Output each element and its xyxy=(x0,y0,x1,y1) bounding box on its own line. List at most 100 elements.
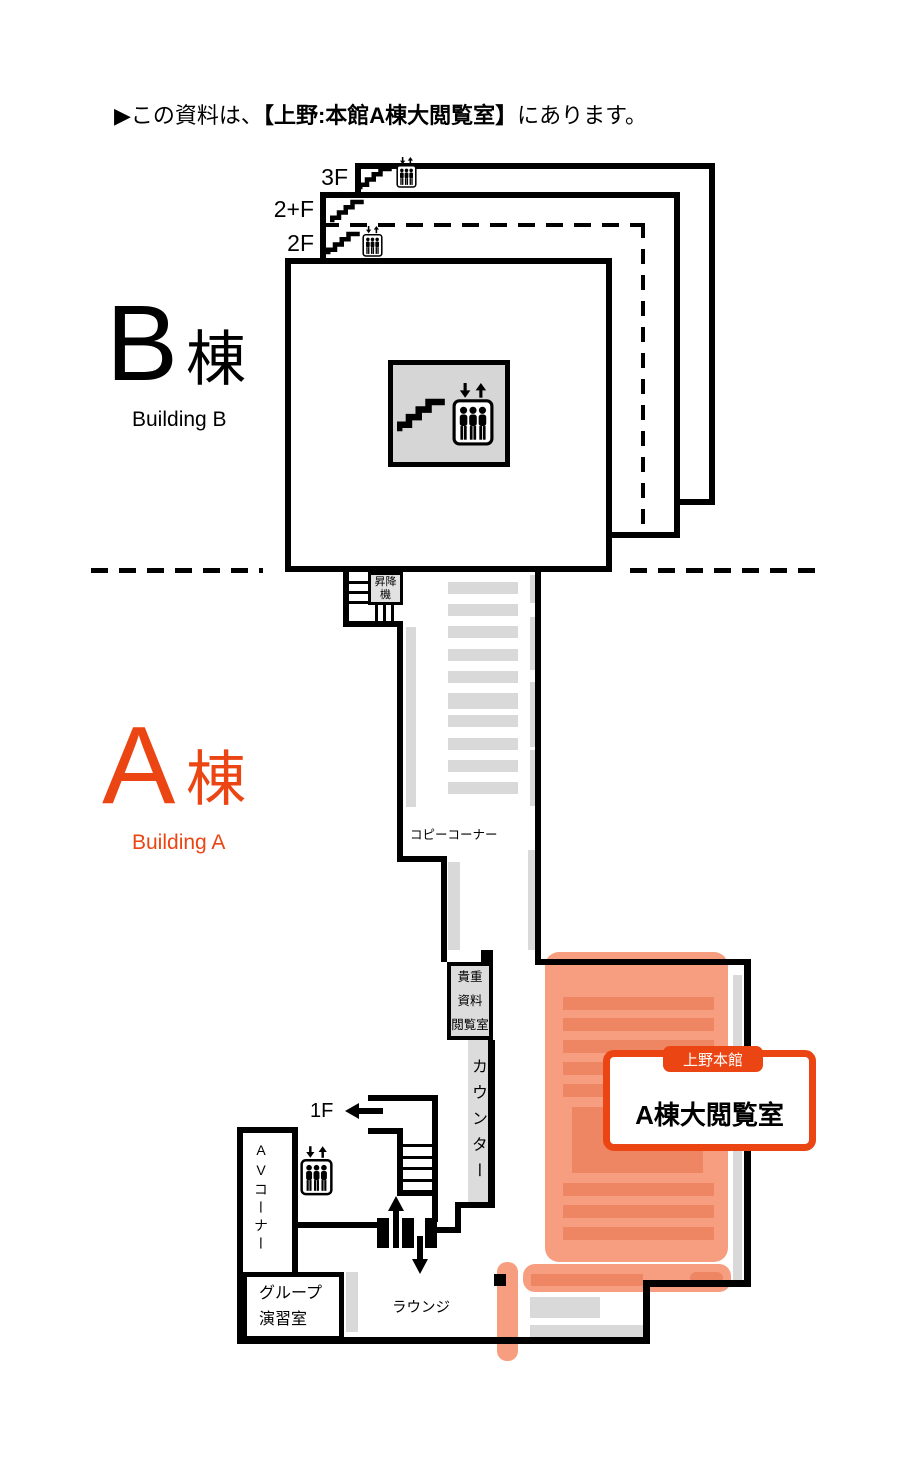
rare-materials-line3: 閲覧室 xyxy=(451,1018,489,1032)
building-a-kanji: 棟 xyxy=(186,746,246,813)
wall-segment xyxy=(368,1095,438,1101)
label-av-corner: AVコーナー xyxy=(250,1142,272,1254)
wall-segment xyxy=(237,1127,243,1344)
wall-segment xyxy=(397,627,403,862)
wall-segment xyxy=(455,1202,461,1233)
stair-step-line xyxy=(375,604,378,622)
boundary-dashed-line xyxy=(630,568,820,573)
wall-segment xyxy=(437,1227,461,1233)
shelf-row xyxy=(448,604,518,616)
label-lounge: ラウンジ xyxy=(392,1300,450,1316)
highlight-shelf-row xyxy=(563,1227,714,1240)
elevator-icon xyxy=(396,157,417,188)
header-note: ▶この資料は、【上野:本館A棟大閲覧室】にあります。 xyxy=(114,98,647,130)
wall-segment xyxy=(397,1190,438,1196)
av-kana: コーナー xyxy=(253,1182,269,1254)
header-lead: この資料は、 xyxy=(130,103,263,128)
stair-step-line xyxy=(403,1144,432,1147)
stairs-icon xyxy=(397,397,447,433)
shelf-row xyxy=(448,782,518,794)
highlight-strip-horizontal xyxy=(523,1264,731,1292)
building-a-en: Building A xyxy=(132,831,226,854)
building-b-letter: B xyxy=(106,282,179,403)
shelf-row xyxy=(530,1325,643,1339)
wall-segment xyxy=(488,1040,495,1208)
shelf-row xyxy=(448,626,518,638)
shelf-row xyxy=(448,715,518,727)
elevator-room-label: 昇降 機 xyxy=(368,572,403,605)
wall-segment xyxy=(432,1095,438,1222)
floor-2f-dashed-outline xyxy=(641,223,645,535)
shelf-row xyxy=(528,850,538,950)
highlight-shelf-row xyxy=(563,1205,714,1218)
wall-segment xyxy=(643,1287,650,1344)
rare-materials-line2: 資料 xyxy=(457,994,483,1008)
rare-materials-line1: 貴重 xyxy=(457,970,483,984)
elevator-room-line2: 機 xyxy=(380,588,391,601)
highlight-strip-vertical xyxy=(497,1262,518,1361)
av-latin: AV xyxy=(253,1142,269,1182)
highlight-shelf-row xyxy=(690,1272,723,1284)
floor-label-2plusf: 2+F xyxy=(273,196,314,222)
shelf-row xyxy=(530,617,539,670)
floor-label-3f: 3F xyxy=(321,164,348,190)
stairs-icon xyxy=(326,231,362,255)
callout-title: A棟大閲覧室 xyxy=(635,1100,784,1130)
location-callout: 上野本館 A棟大閲覧室 xyxy=(603,1046,816,1151)
floor-label-1f: 1F xyxy=(310,1100,334,1122)
highlight-shelf-row xyxy=(531,1274,643,1286)
wall-segment xyxy=(296,1222,378,1228)
gate-pillar xyxy=(402,1218,414,1248)
stair-step-line xyxy=(383,604,386,622)
stair-step-line xyxy=(349,581,368,584)
building-b-en: Building B xyxy=(132,408,227,431)
highlight-shelf-row xyxy=(563,1183,714,1196)
wall-segment xyxy=(343,621,403,627)
gate-pillar xyxy=(377,1218,389,1248)
room-group-study: グループ 演習室 xyxy=(242,1272,344,1341)
stair-step-line xyxy=(403,1167,432,1170)
stairs-icon xyxy=(330,199,366,223)
wall-segment xyxy=(535,572,541,962)
shelf-row xyxy=(530,750,539,806)
callout-badge: 上野本館 xyxy=(663,1046,763,1072)
wall-segment xyxy=(368,1128,403,1134)
counter-strip xyxy=(468,1040,490,1203)
shelf-row xyxy=(448,738,518,750)
wall-post xyxy=(481,950,493,962)
boundary-dashed-line xyxy=(91,568,263,573)
floor-2f-dashed-outline xyxy=(322,223,644,227)
stair-step-line xyxy=(349,601,368,604)
wall-segment xyxy=(237,1337,650,1344)
building-a-letter: A xyxy=(102,704,176,827)
wall-segment xyxy=(455,1202,493,1208)
down-arrow-icon xyxy=(412,1236,428,1274)
stairs-icon xyxy=(358,166,394,190)
highlight-shelf-row xyxy=(563,997,714,1010)
stair-step-line xyxy=(349,591,368,594)
shelf-row xyxy=(530,1297,600,1318)
header-arrow-icon: ▶ xyxy=(114,103,131,128)
wall-segment xyxy=(343,570,349,627)
stair-step-line xyxy=(391,604,394,622)
left-arrow-icon xyxy=(345,1103,383,1119)
stair-step-line xyxy=(403,1156,432,1159)
shelf-row xyxy=(448,760,518,772)
header-tail: にあります。 xyxy=(517,103,647,128)
header-location: 【上野:本館A棟大閲覧室】 xyxy=(262,103,518,128)
label-copy-corner: コピーコーナー xyxy=(410,828,498,842)
wall-segment xyxy=(237,1127,298,1133)
wall-segment xyxy=(397,856,447,862)
gate-pillar xyxy=(425,1218,437,1248)
stair-step-line xyxy=(403,1179,432,1182)
elevator-room-line1: 昇降 xyxy=(374,575,397,588)
room-rare-materials: 貴重 資料 閲覧室 xyxy=(447,962,493,1040)
elevator-icon xyxy=(452,383,494,446)
shelf-row xyxy=(346,1272,358,1332)
shelf-row xyxy=(448,649,518,661)
group-room-line1: グループ xyxy=(259,1284,323,1302)
wall-segment xyxy=(397,1134,403,1195)
shelf-row xyxy=(530,682,539,747)
shelf-row xyxy=(448,671,518,683)
wall-segment xyxy=(441,862,447,962)
